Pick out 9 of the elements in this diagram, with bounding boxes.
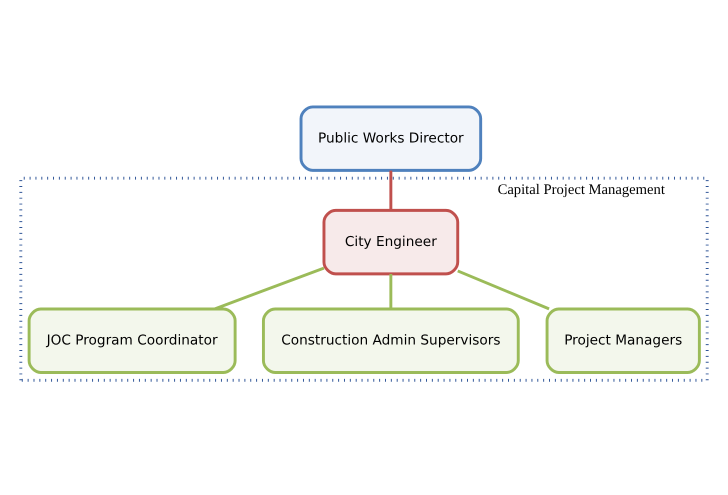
connector bbox=[457, 270, 550, 310]
node-box: JOC Program Coordinator bbox=[28, 308, 237, 374]
node-box: Public Works Director bbox=[300, 105, 482, 172]
connector bbox=[389, 274, 392, 309]
connector bbox=[389, 170, 392, 210]
connector bbox=[214, 266, 324, 310]
node-box: Project Managers bbox=[546, 308, 701, 374]
node-box: City Engineer bbox=[322, 208, 460, 276]
node-box: Construction Admin Supervisors bbox=[262, 308, 520, 374]
